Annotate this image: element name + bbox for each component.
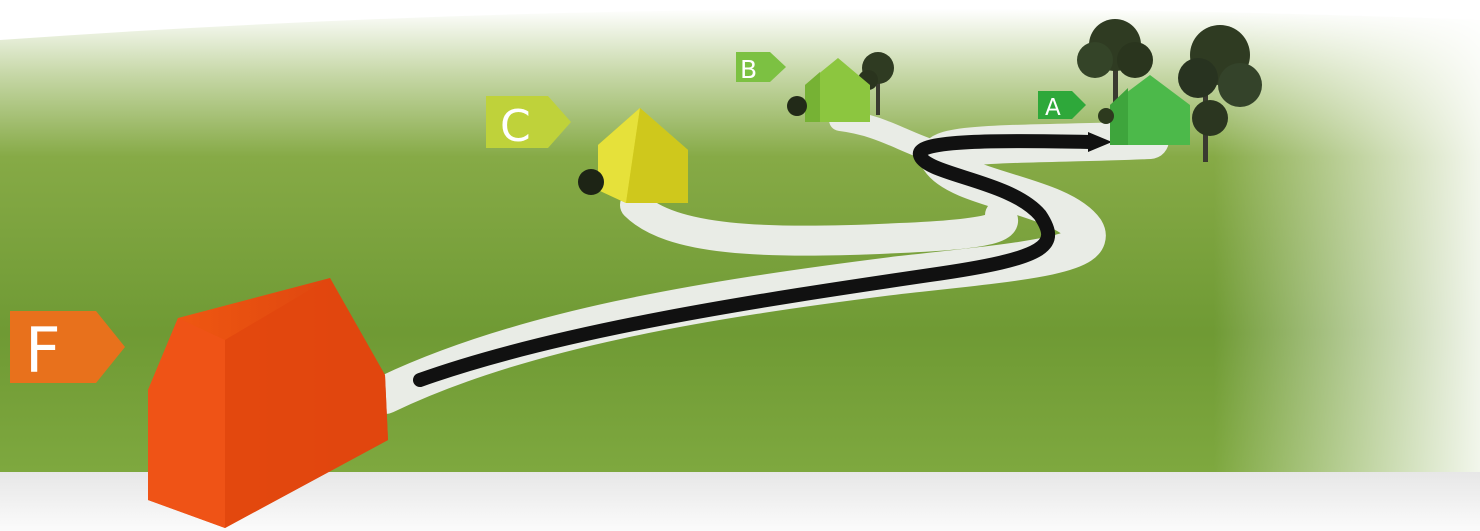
bush-icon — [578, 169, 604, 195]
bush-icon — [787, 96, 807, 116]
bush-icon — [1098, 108, 1114, 124]
label-b-text: B — [740, 55, 757, 84]
label-a-text: A — [1045, 95, 1061, 121]
label-f-text: F — [25, 314, 61, 387]
label-c-text: C — [500, 101, 531, 152]
